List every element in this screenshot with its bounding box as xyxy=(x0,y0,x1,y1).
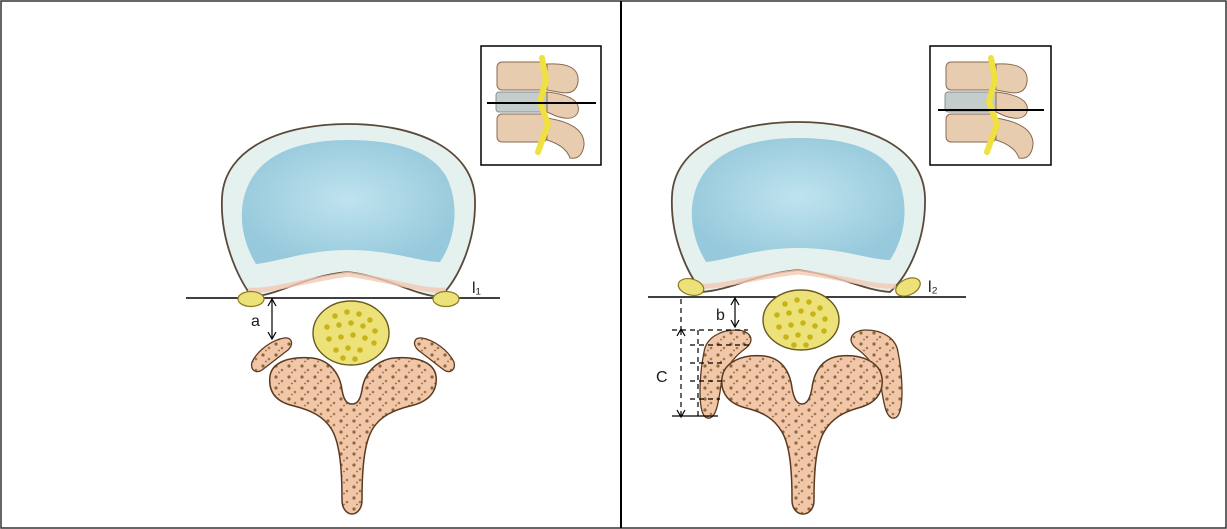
right-height-label: C xyxy=(656,369,668,386)
right-dural-sac xyxy=(763,290,839,350)
right-vertebral-arch xyxy=(722,356,883,514)
right-distance-arrow xyxy=(731,298,739,327)
right-reference-line-label: l₂ xyxy=(928,279,938,296)
left-ganglion-right xyxy=(433,292,459,307)
left-reference-line-label: l₁ xyxy=(472,280,481,297)
left-intervertebral-disc xyxy=(222,124,475,297)
right-distance-label: b xyxy=(716,307,725,324)
left-distance-label: a xyxy=(251,313,260,330)
left-ganglion-left xyxy=(238,292,264,307)
left-inset-spine-lateral xyxy=(481,46,601,165)
left-panel: l₁ a xyxy=(186,46,601,514)
left-vertebral-arch xyxy=(270,358,437,514)
right-panel: l₂ b xyxy=(648,46,1051,514)
right-intervertebral-disc xyxy=(672,122,925,292)
left-dural-sac xyxy=(313,301,389,365)
right-inset-spine-lateral xyxy=(930,46,1051,165)
left-distance-arrow xyxy=(268,299,276,339)
